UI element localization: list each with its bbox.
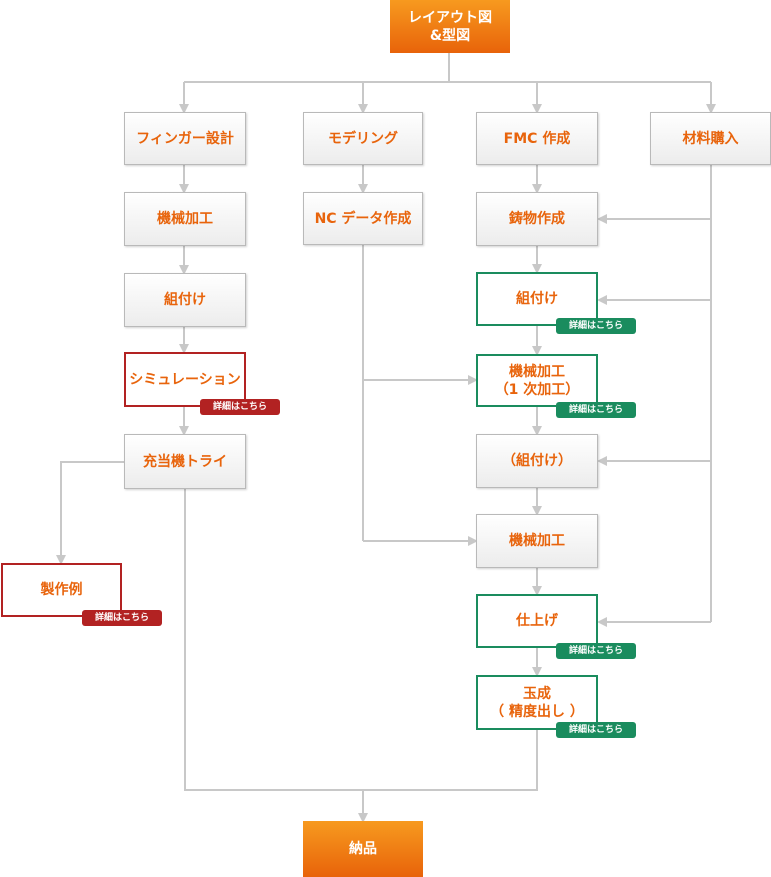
node-delivery: 納品 [303,821,423,877]
node-casting: 鋳物作成 [476,192,598,246]
detail-badge-simulation[interactable]: 詳細はこちら [200,399,280,415]
detail-badge-machining[interactable]: 詳細はこちら [556,402,636,418]
node-trial: 充当機トライ [124,434,246,489]
node-balling: 玉成 （ 精度出し ） [476,675,598,730]
node-machining-1: 機械加工 [124,192,246,246]
node-machining-3: 機械加工 [476,514,598,568]
detail-badge-example[interactable]: 詳細はこちら [82,610,162,626]
detail-badge-assembly[interactable]: 詳細はこちら [556,318,636,334]
node-fmc: FMC 作成 [476,112,598,165]
detail-badge-finishing[interactable]: 詳細はこちら [556,643,636,659]
connector-trial-to-example [56,461,125,565]
node-layout: レイアウト図 &型図 [390,0,510,53]
node-assembly-1: 組付け [124,273,246,327]
node-machining-2: 機械加工 （1 次加工） [476,354,598,407]
node-finishing: 仕上げ [476,594,598,648]
connector-trial-to-delivery [184,489,363,791]
node-modeling: モデリング [303,112,423,165]
detail-badge-balling[interactable]: 詳細はこちら [556,722,636,738]
node-nc-data: NC データ作成 [303,192,423,245]
node-assembly-3: （組付け） [476,434,598,488]
node-material: 材料購入 [650,112,771,165]
node-example: 製作例 [1,563,122,617]
node-assembly-2: 組付け [476,272,598,326]
node-finger-design: フィンガー設計 [124,112,246,165]
node-simulation: シミュレーション [124,352,246,407]
connector-balling-to-delivery [363,730,538,791]
